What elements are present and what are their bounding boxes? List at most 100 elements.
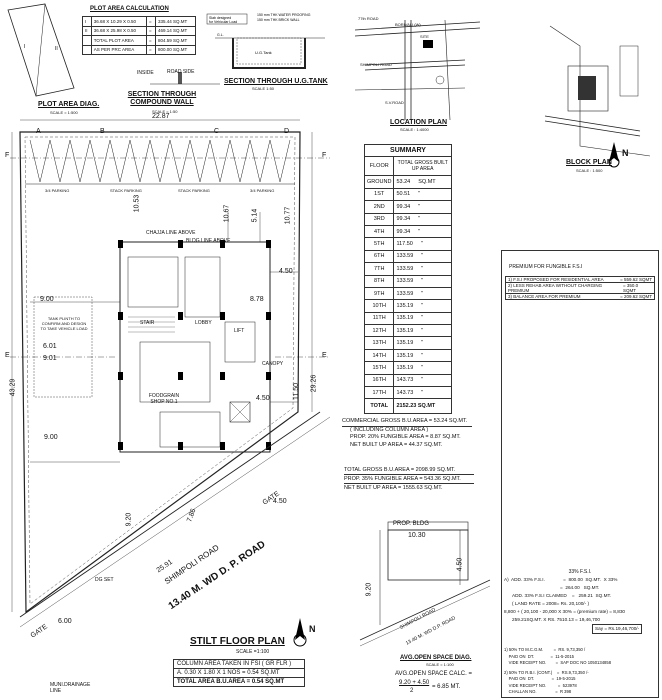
- table-row: A. 0.30 X 1.80 X 1 NOS = 0.54 SQ.MT: [173, 668, 305, 678]
- table-row: TOTAL AREA B.U.AREA = 0.54 SQ.MT: [173, 677, 305, 687]
- summary-area-cell: 117.50": [393, 237, 452, 251]
- plan-parking-2: 3/4 PARKING: [45, 188, 70, 193]
- svg-text:Slab designed: Slab designed: [209, 16, 231, 20]
- svg-text:for Vehicular Load: for Vehicular Load: [209, 20, 237, 24]
- payments-left: 1) 50% TO M.C.G.M. = RS. 9,73,350 / PAID…: [504, 647, 656, 696]
- plan-chajja-label: CHAJJA LINE ABOVE: [146, 230, 196, 236]
- table-row: SUMMARY: [364, 143, 452, 158]
- dim-8-78: 8.78: [250, 296, 264, 303]
- summary-area-cell: 135.19": [393, 299, 452, 313]
- compound-wall-title: SECTION THROUGH COMPOUND WALL: [127, 91, 197, 106]
- stilt-plan-title: STILT FLOOR PLAN: [190, 636, 285, 647]
- pay-line: VIDE RECEIPT NO. = 523978: [504, 682, 577, 688]
- pay-line: VIDE RECEIPT NO. = SAP DOC NO 1050134858: [504, 660, 612, 665]
- gross-line-1: TOTAL GROSS B.U.AREA = 2098.99 SQ.MT.: [344, 467, 456, 473]
- loc-label-3: SHIMPOLI ROAD: [360, 62, 392, 67]
- column-area-row: A. 0.30 X 1.80 X 1 NOS = 0.54 SQ.MT: [173, 668, 305, 678]
- premium-row: 3) BALANCE AREA FOR PREMIUM= 209.62 SQMT: [508, 294, 652, 299]
- fsi-line: = 264.00 SQ.MT.: [504, 585, 600, 590]
- north-label-2: N: [309, 624, 316, 634]
- pay-line: 2) 50% TO R.B.I. (CONT.) = RS.9,73,350 /…: [504, 669, 589, 675]
- svg-text:150 mm THK WATER PROOFING: 150 mm THK WATER PROOFING: [257, 13, 311, 17]
- plan-canopy-label: CANOPY: [262, 361, 284, 367]
- summary-area-value: 117.50: [396, 241, 413, 248]
- commercial-line-2: ( INCLUDING COLUMN AREA ): [350, 426, 429, 433]
- summary-area-value: 50.51: [396, 191, 411, 198]
- column-area-total: TOTAL AREA B.U.AREA = 0.54 SQ.MT: [173, 677, 305, 687]
- summary-area-cell: 143.73 ": [393, 386, 452, 400]
- plan-lift-label: LIFT: [234, 328, 245, 334]
- dim-4-50b: 4.50: [256, 395, 270, 402]
- plan-bldg-above-label: BLDG LINE ABOVE: [186, 238, 231, 244]
- plan-stair-label: STAIR: [140, 320, 155, 326]
- summary-floor-cell: 11TH: [363, 311, 395, 326]
- summary-area-value: 99.34: [396, 216, 411, 223]
- summary-area-value: 99.34: [396, 203, 411, 210]
- commercial-box: COMMERCIAL GROSS B.U.AREA = 53.24 SQ.MT.…: [342, 418, 472, 449]
- fsi-say: Say = Rs.19,46,700/-: [592, 624, 643, 634]
- summary-area-unit: ": [421, 352, 424, 359]
- summary-area-cell: 135.19": [393, 348, 452, 363]
- summary-area-unit: ": [421, 253, 424, 260]
- summary-area-cell: 50.51": [393, 187, 452, 202]
- dim-9-20: 9.20: [125, 512, 133, 527]
- open-calc-num: 9.20 + 4.50: [399, 680, 430, 686]
- summary-floor-cell: 17TH: [363, 386, 395, 400]
- open-calc-den: 2: [410, 688, 414, 694]
- summary-floor-cell: 2ND: [363, 200, 395, 214]
- plot-area-diag-scale: SCALE = 1:500: [50, 110, 78, 115]
- summary-area-value: 143.73: [396, 389, 414, 396]
- gate2-width: 6.00: [58, 618, 72, 625]
- north-arrow-icon: [608, 142, 620, 168]
- fsi-line: ( LAND RATE = 2008= Rs. 20,100/- ): [512, 601, 590, 606]
- summary-area-cell: 133.59": [393, 249, 452, 264]
- summary-area-value: 133.59: [396, 278, 414, 285]
- open-calc-res: = 6.85 MT.: [432, 684, 461, 690]
- section-a: A: [36, 128, 41, 135]
- avg-open-scale: SCALE = 1:100: [426, 662, 454, 667]
- summary-floor-cell: 3RD: [363, 212, 395, 226]
- summary-floor-cell: 9TH: [363, 286, 395, 301]
- commercial-line-1: COMMERCIAL GROSS B.U.AREA = 53.24 SQ.MT.: [342, 418, 472, 427]
- summary-area-cell: 99.34 ": [393, 200, 452, 214]
- block-plan-title: BLOCK PLAN: [566, 159, 612, 166]
- svg-text:I: I: [24, 44, 25, 50]
- fsi-line: 259.21SQ.MT. X RS. 7510.13 = 19,46,700: [512, 617, 600, 622]
- summary-area-unit: ": [421, 389, 424, 396]
- dim-6-01: 6.01: [43, 343, 57, 350]
- pay-line: CHALLAN NO. = R 398: [504, 689, 572, 694]
- summary-area-cell: 133.59": [393, 262, 452, 276]
- summary-floor-cell: 8TH: [363, 274, 395, 288]
- summary-area-cell: 99.34": [393, 224, 452, 239]
- plan-lobby-label: LOBBY: [195, 320, 212, 326]
- summary-area-cell: 99.34": [393, 212, 452, 226]
- inside-label: INSIDE: [137, 70, 154, 76]
- table-row: COLUMN AREA TAKEN IN FSI ( GR FLR ): [173, 659, 305, 669]
- summary-floor-cell: 12TH: [363, 324, 395, 338]
- summary-area-unit: ": [421, 377, 424, 384]
- dim-4-50a: 4.50: [279, 268, 293, 275]
- svg-text:U.G.Tank: U.G.Tank: [255, 50, 272, 55]
- summary-floor-cell: 1ST: [363, 187, 395, 202]
- premium-rows: 1) F.S.I PROPOSED FOR RESIDENTIAL AREA= …: [505, 276, 655, 300]
- summary-area-unit: ": [418, 203, 421, 210]
- open-calc-title: AVG.OPEN SPACE CALC. =: [395, 671, 472, 677]
- plan-shop-label: FOODGRAIN SHOP NO.1: [148, 393, 180, 405]
- summary-area-value: 99.34: [396, 228, 411, 235]
- fsi-line: A) ADD. 33% F.S.I. = 800.00 SQ.MT. X 33%: [504, 577, 618, 582]
- summary-col-floor: FLOOR: [363, 156, 395, 177]
- summary-area-unit: ": [421, 364, 424, 371]
- loc-label-1: 77th ROAD: [358, 16, 379, 21]
- summary-area-value: 133.59: [396, 265, 414, 272]
- dim-9-01: 9.01: [43, 355, 57, 362]
- dim-43-29: 43.29: [9, 378, 17, 397]
